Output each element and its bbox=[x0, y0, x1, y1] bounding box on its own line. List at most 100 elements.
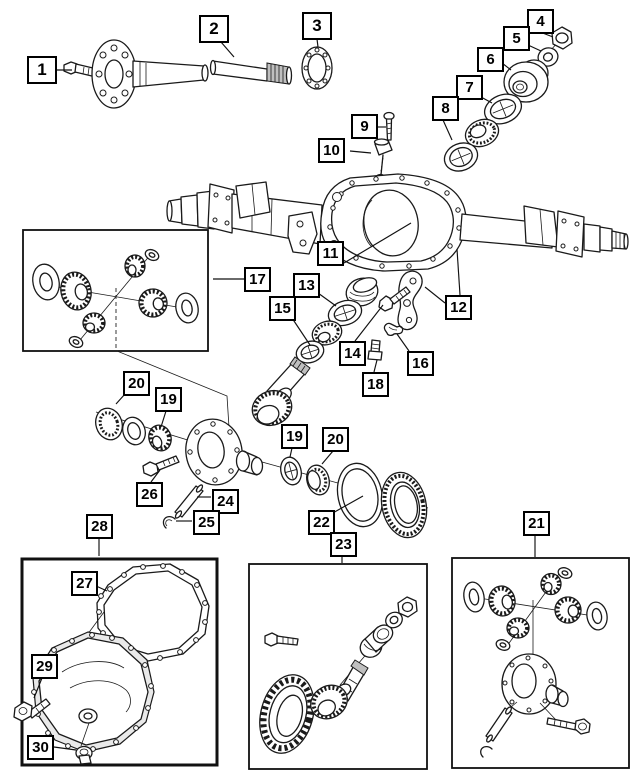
callout-9[interactable]: 9 bbox=[351, 114, 378, 139]
retainer-clip-drawing bbox=[383, 322, 404, 337]
callout-5[interactable]: 5 bbox=[503, 26, 530, 51]
cover-kit-box bbox=[13, 557, 219, 767]
callout-6[interactable]: 6 bbox=[477, 47, 504, 72]
kit-case-bolt-drawing bbox=[546, 717, 591, 735]
axle-housing-drawing bbox=[166, 173, 629, 272]
callout-27[interactable]: 27 bbox=[71, 571, 98, 596]
leader-30 bbox=[53, 746, 77, 751]
callout-16[interactable]: 16 bbox=[407, 351, 434, 376]
leader-2 bbox=[220, 41, 235, 58]
spring-bracket-drawing bbox=[397, 270, 423, 331]
small-bolt-drawing bbox=[367, 339, 383, 361]
cover-bolt-drawing bbox=[13, 698, 51, 722]
cover-gasket-drawing bbox=[96, 563, 210, 662]
callout-14[interactable]: 14 bbox=[339, 341, 366, 366]
carrier-bolt-drawing bbox=[378, 286, 411, 312]
diff-assembly-kit-box bbox=[451, 557, 630, 769]
callout-7[interactable]: 7 bbox=[456, 75, 483, 100]
callout-30[interactable]: 30 bbox=[27, 735, 54, 760]
pinion-seal-drawing bbox=[483, 93, 523, 125]
kit-washer-drawing bbox=[385, 611, 403, 629]
callout-19-left[interactable]: 19 bbox=[155, 387, 182, 412]
callout-25[interactable]: 25 bbox=[193, 510, 220, 535]
callout-2[interactable]: 2 bbox=[199, 15, 229, 43]
pinion-spacer-drawing bbox=[345, 277, 379, 307]
cross-pin-drawing bbox=[174, 484, 204, 519]
callout-23[interactable]: 23 bbox=[330, 532, 357, 557]
kit-diff-case-drawing bbox=[501, 653, 569, 715]
ring-gear-drawing bbox=[380, 471, 428, 539]
kit-nut-drawing bbox=[397, 596, 418, 618]
ring-pinion-kit-box bbox=[248, 563, 428, 770]
callout-13[interactable]: 13 bbox=[293, 273, 320, 298]
callout-18[interactable]: 18 bbox=[362, 372, 389, 397]
callout-22[interactable]: 22 bbox=[308, 510, 335, 535]
pinion-slinger-drawing bbox=[327, 299, 363, 327]
leader-22 bbox=[330, 495, 364, 515]
leader-16 bbox=[396, 333, 410, 352]
leader-26 bbox=[150, 469, 161, 483]
leader-19R bbox=[289, 447, 293, 458]
diff-cover-drawing bbox=[31, 631, 155, 753]
callout-12[interactable]: 12 bbox=[445, 295, 472, 320]
leader-lines bbox=[33, 31, 554, 751]
axle-shaft-flange-drawing bbox=[91, 39, 209, 109]
leader-18 bbox=[373, 359, 378, 373]
callout-29[interactable]: 29 bbox=[31, 654, 58, 679]
callout-8[interactable]: 8 bbox=[432, 96, 459, 121]
pinion-washer-drawing bbox=[537, 47, 559, 67]
diff-race-right-drawing bbox=[306, 464, 330, 496]
drive-pinion-drawing bbox=[251, 356, 311, 427]
callout-3[interactable]: 3 bbox=[302, 12, 332, 40]
callout-11[interactable]: 11 bbox=[317, 241, 344, 266]
spider-gear-kit-box bbox=[22, 229, 231, 444]
leader-3 bbox=[316, 38, 319, 48]
callout-19-right[interactable]: 19 bbox=[281, 424, 308, 449]
callout-20-left[interactable]: 20 bbox=[123, 371, 150, 396]
callout-21[interactable]: 21 bbox=[523, 511, 550, 536]
callout-17[interactable]: 17 bbox=[244, 267, 271, 292]
vent-bolt-drawing bbox=[383, 111, 395, 141]
kit-pin-clip-drawing bbox=[480, 745, 493, 758]
rear-pinion-bearing-drawing bbox=[311, 320, 343, 346]
leader-13 bbox=[317, 292, 337, 307]
axle-shaft-tube-drawing bbox=[209, 59, 293, 85]
diff-bearing-left-drawing bbox=[148, 424, 172, 452]
carrier-bolt-holes bbox=[327, 175, 462, 269]
diff-bearing-right-drawing bbox=[280, 456, 302, 486]
callout-15[interactable]: 15 bbox=[269, 296, 296, 321]
callout-10[interactable]: 10 bbox=[318, 138, 345, 163]
pin-clip-drawing bbox=[162, 515, 176, 529]
leader-11 bbox=[343, 222, 412, 264]
kit-spacer-drawing bbox=[359, 624, 394, 658]
leader-8 bbox=[442, 119, 453, 141]
leader-12b bbox=[456, 248, 461, 296]
drain-plug-drawing bbox=[75, 745, 93, 765]
axle-gasket-drawing bbox=[301, 46, 333, 90]
leader-15 bbox=[291, 317, 311, 346]
shim-drawing bbox=[336, 462, 384, 528]
callout-4[interactable]: 4 bbox=[527, 9, 554, 34]
kit-cross-pin-drawing bbox=[485, 706, 513, 743]
case-bolt-drawing bbox=[142, 455, 180, 477]
callout-1[interactable]: 1 bbox=[27, 56, 57, 84]
leader-5 bbox=[527, 44, 542, 52]
front-pinion-bearing-drawing bbox=[464, 118, 500, 148]
callout-24[interactable]: 24 bbox=[212, 489, 239, 514]
leader-12a bbox=[424, 286, 446, 304]
leader-14 bbox=[354, 304, 384, 342]
diff-seal-left-drawing bbox=[122, 416, 146, 446]
leader-29 bbox=[33, 677, 43, 699]
kit-bolt-drawing bbox=[264, 632, 299, 647]
callout-28[interactable]: 28 bbox=[86, 514, 113, 539]
rear-bearing-race-drawing bbox=[295, 340, 325, 364]
leader-20R bbox=[321, 450, 334, 465]
kit-pinion-drawing bbox=[310, 659, 369, 720]
callout-26[interactable]: 26 bbox=[136, 482, 163, 507]
differential-case-drawing bbox=[185, 418, 264, 486]
callout-20-right[interactable]: 20 bbox=[322, 427, 349, 452]
leader-10 bbox=[349, 150, 372, 154]
leader-19L bbox=[160, 410, 167, 428]
